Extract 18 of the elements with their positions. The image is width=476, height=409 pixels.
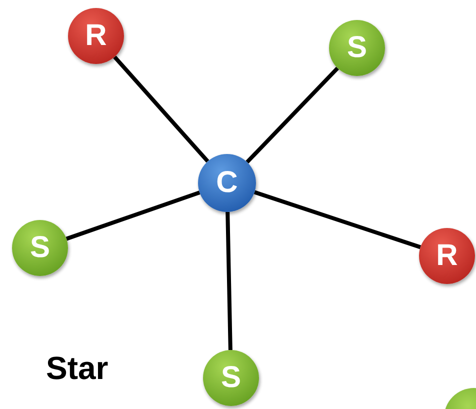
node-letter: S [346,33,367,63]
node-circle [68,8,124,64]
node-letter: S [30,233,50,263]
node-circle [203,350,259,406]
connector-line [246,66,340,164]
node-circle [198,154,256,212]
connector-line [66,190,200,241]
node-letter: S [220,363,241,393]
connector-line [254,190,422,250]
node-letter: R [436,241,458,271]
connector-line [113,56,210,163]
node-letter: R [85,21,107,51]
diagram-title: Star [46,350,108,387]
node-circle [329,20,385,76]
node-letter: C [216,168,238,198]
connector-line [226,212,232,350]
node-circle [419,228,475,284]
node-circle [12,220,68,276]
